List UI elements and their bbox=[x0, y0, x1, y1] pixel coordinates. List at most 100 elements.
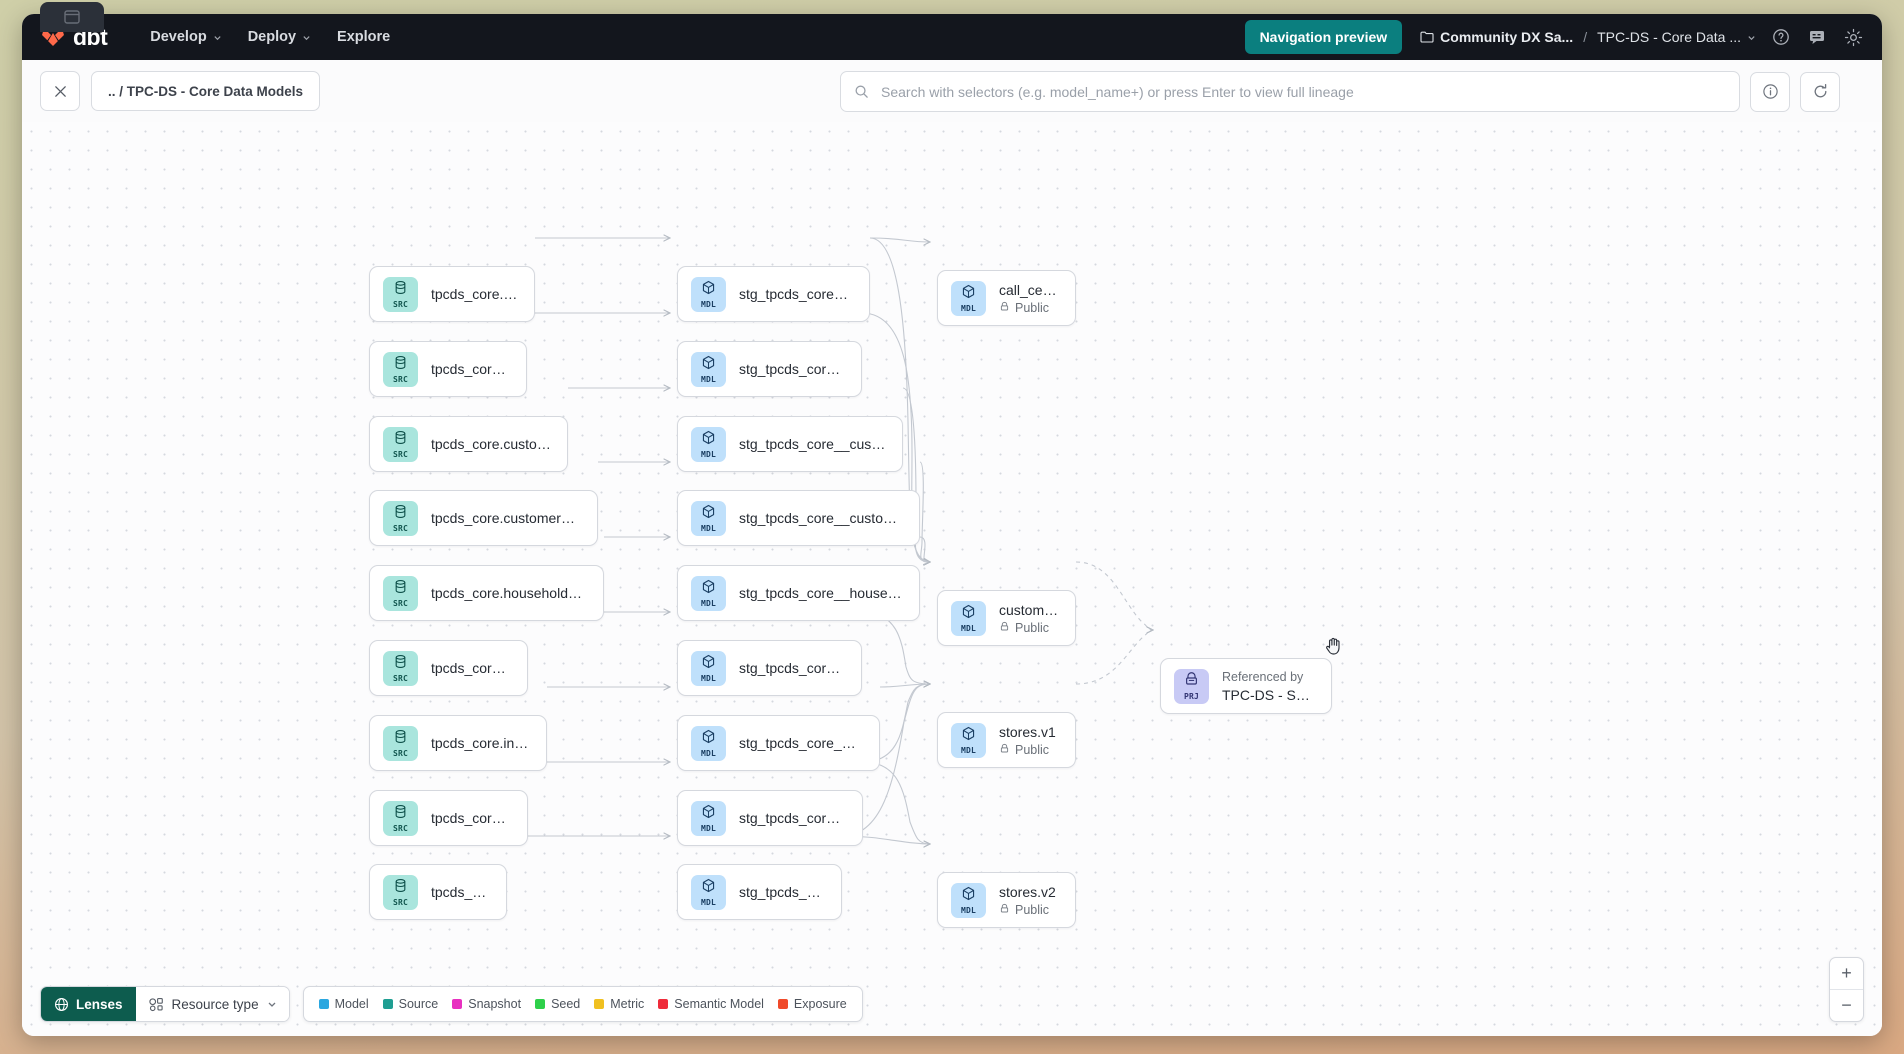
breadcrumb-project[interactable]: TPC-DS - Core Data ... bbox=[1593, 24, 1760, 50]
node-access-label: Public bbox=[1015, 742, 1050, 757]
lineage-node-src-customer-demographics[interactable]: SRC tpcds_core.customer_demographics bbox=[369, 490, 598, 546]
mdl-badge-icon: MDL bbox=[951, 882, 986, 918]
node-body: stg_tpcds_core__household_demogr... bbox=[739, 585, 903, 601]
resource-type-filter-button[interactable]: Resource type bbox=[135, 987, 289, 1021]
lineage-node-src-date-dim[interactable]: SRC tpcds_core.date_dim bbox=[369, 640, 528, 696]
node-access-label: Public bbox=[1015, 902, 1050, 917]
node-body: call_centersPublic bbox=[999, 282, 1059, 315]
node-body: stg_tpcds_core__call_center bbox=[739, 286, 853, 302]
node-body: stg_tpcds_core__inventory bbox=[739, 810, 846, 826]
refresh-button[interactable] bbox=[1800, 71, 1840, 112]
lock-icon bbox=[999, 301, 1010, 315]
lineage-node-mdl-stg-customer-demographics[interactable]: MDLstg_tpcds_core__customer_demogra... bbox=[677, 490, 920, 546]
close-lineage-button[interactable] bbox=[40, 71, 80, 111]
nav-item-explore-label: Explore bbox=[337, 29, 391, 45]
search-info-button[interactable] bbox=[1750, 71, 1790, 112]
src-badge-icon: SRC bbox=[383, 650, 418, 686]
lenses-button[interactable]: Lenses bbox=[41, 987, 136, 1021]
legend-item-semantic-model[interactable]: Semantic Model bbox=[658, 997, 764, 1011]
lineage-node-mdl-stg-call-center[interactable]: MDL stg_tpcds_core__call_center bbox=[677, 266, 870, 322]
nav-item-explore[interactable]: Explore bbox=[324, 22, 403, 52]
legend-item-source[interactable]: Source bbox=[382, 997, 438, 1011]
lens-control-group: Lenses Resource type bbox=[40, 986, 290, 1022]
src-badge-icon: SRC bbox=[383, 500, 418, 536]
node-body: tpcds_core.income_band bbox=[431, 735, 530, 751]
node-body: tpcds_core.household_demographics bbox=[431, 585, 587, 601]
zoom-in-button[interactable]: + bbox=[1830, 958, 1863, 990]
close-icon bbox=[54, 85, 66, 97]
chevron-down-icon bbox=[268, 1002, 276, 1007]
mdl-badge-icon: MDL bbox=[691, 575, 726, 611]
lens-icon bbox=[55, 997, 68, 1011]
node-title: tpcds_core.household_demographics bbox=[431, 585, 587, 601]
browser-tab-icon bbox=[64, 10, 80, 24]
node-title: stg_tpcds_core__inventory bbox=[739, 810, 846, 826]
src-badge-icon: SRC bbox=[383, 725, 418, 761]
legend-label: Exposure bbox=[793, 997, 847, 1011]
search-icon bbox=[855, 85, 868, 98]
lineage-node-mdl-stg-household-demographics[interactable]: MDL stg_tpcds_core__household_demogr... bbox=[677, 565, 920, 621]
legend-item-exposure[interactable]: Exposure bbox=[777, 997, 847, 1011]
src-badge-icon: SRC bbox=[383, 874, 418, 910]
nav-item-deploy[interactable]: Deploy bbox=[235, 22, 324, 52]
node-body: tpcds_core.call_center bbox=[431, 286, 518, 302]
node-title: tpcds_core.customer_demographics bbox=[431, 510, 581, 526]
lineage-node-src-income-band[interactable]: SRC tpcds_core.income_band bbox=[369, 715, 547, 771]
resource-type-label: Resource type bbox=[171, 996, 259, 1012]
node-title: tpcds_core.customer_address bbox=[431, 436, 551, 452]
search-input[interactable] bbox=[879, 82, 1726, 101]
lineage-canvas[interactable]: SRCtpcds_core.call_centerSRCtpcds_core.c… bbox=[22, 122, 1882, 1036]
legend-item-metric[interactable]: Metric bbox=[594, 997, 644, 1011]
lineage-breadcrumb-chip[interactable]: .. / TPC-DS - Core Data Models bbox=[91, 71, 321, 111]
help-icon[interactable] bbox=[1766, 22, 1796, 52]
breadcrumb-account[interactable]: Community DX Sa... bbox=[1416, 24, 1577, 50]
node-body: stg_tpcds_core__customer bbox=[739, 361, 845, 377]
search-box[interactable] bbox=[840, 71, 1740, 112]
navigation-preview-button[interactable]: Navigation preview bbox=[1244, 20, 1403, 54]
node-title: stg_tpcds_core__store bbox=[739, 884, 825, 900]
zoom-out-button[interactable]: − bbox=[1841, 995, 1852, 1015]
node-title: customers bbox=[999, 601, 1059, 618]
node-title: stores.v1 bbox=[999, 723, 1056, 740]
top-navigation-bar: dbt Develop Deploy Explore Navigation pr… bbox=[22, 14, 1882, 60]
node-body: tpcds_core.customer_demographics bbox=[431, 510, 581, 526]
legend-item-seed[interactable]: Seed bbox=[535, 997, 580, 1011]
node-title: tpcds_core.call_center bbox=[431, 286, 518, 302]
nav-item-develop[interactable]: Develop bbox=[137, 22, 234, 52]
feedback-icon[interactable] bbox=[1802, 22, 1832, 52]
mdl-badge-icon: MDL bbox=[691, 725, 726, 761]
mdl-badge-icon: MDL bbox=[691, 276, 726, 312]
src-badge-icon: SRC bbox=[383, 800, 418, 836]
refresh-icon bbox=[1814, 83, 1826, 98]
node-title: tpcds_core.date_dim bbox=[431, 660, 511, 676]
lenses-button-label: Lenses bbox=[76, 996, 123, 1012]
legend-label: Snapshot bbox=[468, 997, 522, 1011]
chevron-down-icon bbox=[1748, 35, 1755, 40]
browser-tab-nub[interactable] bbox=[40, 2, 104, 32]
legend-item-model[interactable]: Model bbox=[318, 997, 369, 1011]
search-area bbox=[840, 71, 1840, 112]
legend-item-snapshot[interactable]: Snapshot bbox=[452, 997, 521, 1011]
settings-gear-icon[interactable] bbox=[1838, 22, 1868, 52]
lock-icon bbox=[999, 743, 1010, 757]
lineage-bottom-bar: Lenses Resource type Model Source Snapshot… bbox=[40, 986, 863, 1022]
legend-swatch-icon bbox=[535, 999, 546, 1009]
